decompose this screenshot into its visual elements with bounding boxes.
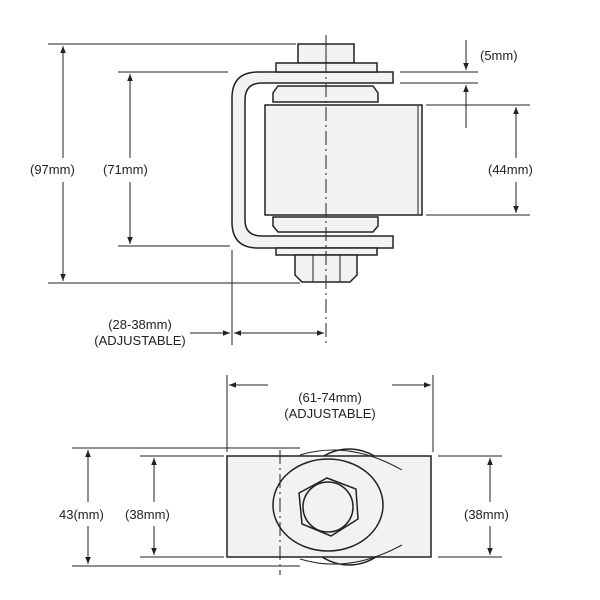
offset-label: (28-38mm) (ADJUSTABLE) [80,317,200,349]
length-label: (61-74mm) (ADJUSTABLE) [260,390,400,422]
length-value: (61-74mm) [298,390,362,405]
overall-height-label: (97mm) [30,162,75,177]
lower-bushing [272,216,379,233]
bottom-nut [294,254,358,283]
top-view-drawing [226,448,432,575]
length-note: (ADJUSTABLE) [284,406,376,421]
strap-height-label: (71mm) [103,162,148,177]
top-dimensions [72,375,502,567]
plate-width-label: (38mm) [125,507,170,522]
barrel-width-label: (38mm) [464,507,509,522]
bolt-circle [302,481,354,533]
offset-value: (28-38mm) [108,317,172,332]
overall-width-label: 43(mm) [59,507,104,522]
side-dimensions [48,40,530,345]
offset-note: (ADJUSTABLE) [94,333,186,348]
strap-bracket [231,71,394,249]
side-view-drawing [231,35,423,345]
barrel [264,104,423,216]
plate-thickness-label: (5mm) [480,48,518,63]
barrel-height-label: (44mm) [488,162,533,177]
